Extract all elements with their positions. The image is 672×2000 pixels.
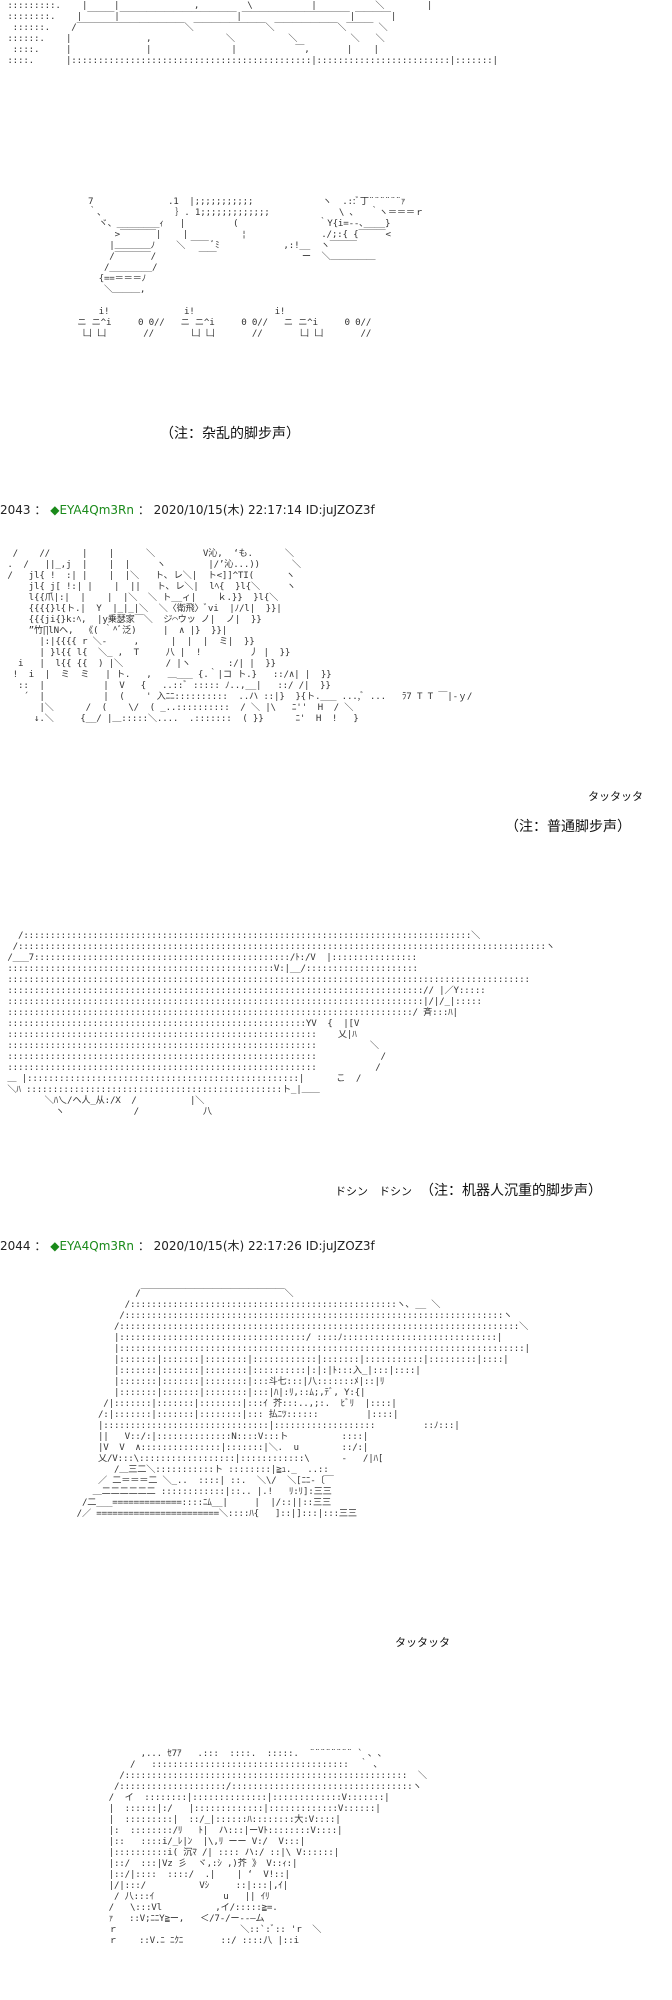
ascii-art-block-5: /￣￣￣￣￣￣￣￣￣￣￣￣￣￣￣￣＼ /::::::::::::::::::::… [76, 1288, 530, 1519]
post-number[interactable]: 2043 [0, 503, 31, 517]
post-id[interactable]: ID:juJZOZ3f [305, 1239, 375, 1253]
post-datetime: 2020/10/15(木) 22:17:26 [153, 1239, 302, 1253]
ascii-art-block-2: 7 .1 |;;;;;;;;;;; ヽ .::ﾞ丁¨¨¨¨¨¨ｧ ｀、 ｝. 1… [77, 196, 424, 339]
post-datetime: 2020/10/15(木) 22:17:14 [153, 503, 302, 517]
sfx-tattatta-2: タッタッタ [395, 1636, 450, 1649]
ascii-art-block-6: ,... ｾ7ｱ .::: ::::. :::::. ¨¨¨¨¨¨¨¨ ` ､ … [108, 1748, 427, 1946]
ascii-art-block-4: /:::::::::::::::::::::::::::::::::::::::… [7, 930, 555, 1117]
post-colon: ： [137, 1239, 150, 1253]
post-header: 2043 ： ◆EYA4Qm3Rn ： 2020/10/15(木) 22:17:… [0, 502, 375, 518]
post-separator: ： [34, 1239, 47, 1253]
note-normal-footsteps: （注：普通脚步声） [505, 819, 631, 835]
sfx-tattatta-1: タッタッタ [588, 790, 643, 803]
post-header: 2044 ： ◆EYA4Qm3Rn ： 2020/10/15(木) 22:17:… [0, 1238, 375, 1254]
ascii-art-block-3: / // | | ＼ V沁, ‘も. ＼ . / ||_,j | | | ヽ |… [7, 548, 473, 724]
sfx-doshin: ドシン ドシン [335, 1185, 412, 1198]
post-separator: ： [34, 503, 47, 517]
post-colon: ： [137, 503, 150, 517]
post-number[interactable]: 2044 [0, 1239, 31, 1253]
ascii-art-block-1: :::::::::. | | , \ | ＼ | ::::::::. | ￣￣￣… [7, 0, 498, 66]
post-trip: ◆EYA4Qm3Rn [50, 503, 134, 517]
post-id[interactable]: ID:juJZOZ3f [305, 503, 375, 517]
post-trip: ◆EYA4Qm3Rn [50, 1239, 134, 1253]
note-robot-footsteps: （注：机器人沉重的脚步声） [420, 1183, 602, 1199]
note-messy-footsteps: （注：杂乱的脚步声） [160, 426, 300, 442]
